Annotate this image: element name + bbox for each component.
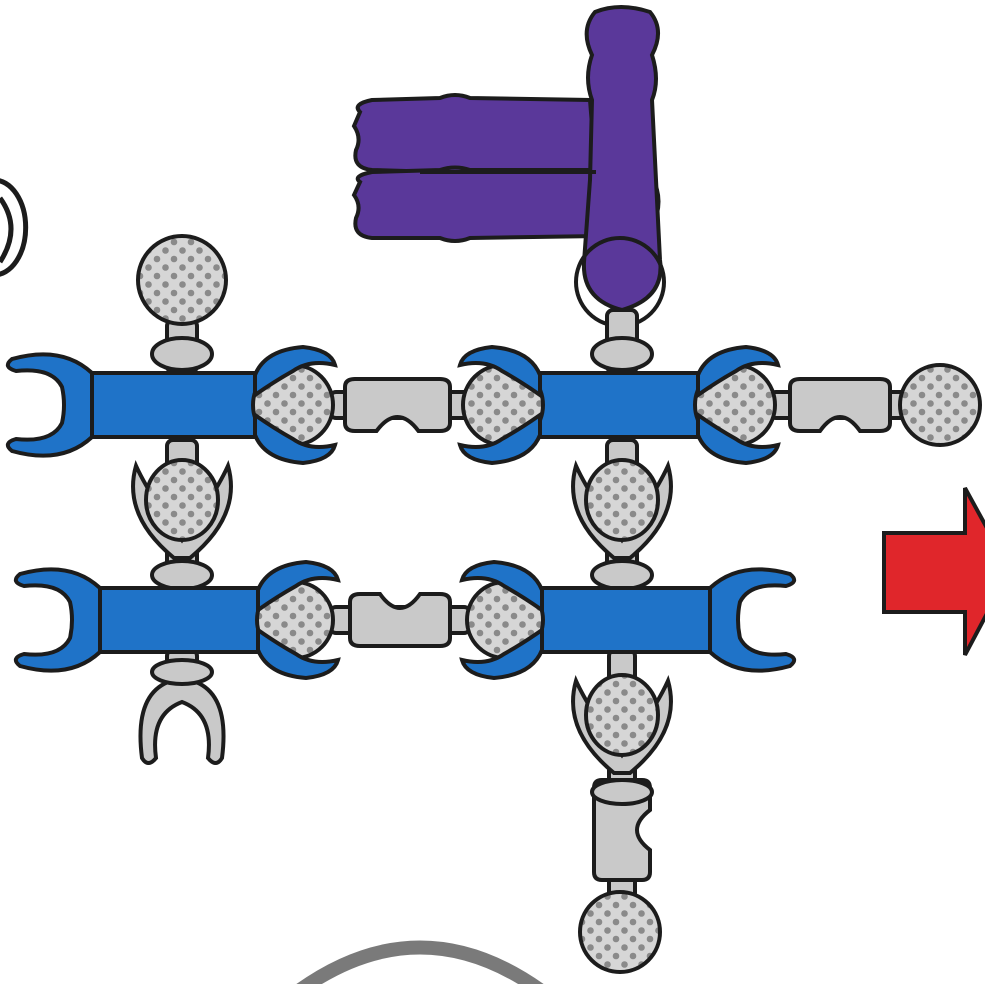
gray-receptor-fork: [138, 666, 226, 765]
purple-antibody-complex: [351, 5, 666, 328]
ligand-ball: [578, 890, 662, 974]
gray-receptor-collar: [590, 778, 654, 806]
ligand-ball: [584, 673, 660, 757]
blue-linker-claw: [256, 559, 341, 614]
blue-linker-claw: [459, 626, 544, 681]
ligand-ball: [144, 458, 220, 542]
blue-linker-claw: [696, 411, 781, 466]
ligand-ball-layer: [136, 234, 982, 974]
purple-arm-upper: [351, 93, 599, 178]
gray-receptor-collar: [150, 336, 214, 372]
blue-linker-claw: [253, 344, 338, 399]
blue-linker-claw: [457, 344, 542, 399]
blue-linker-bar: [523, 586, 712, 654]
blue-linker-end-fork: [708, 567, 797, 673]
edge-circle-fragment: [0, 178, 29, 277]
blue-linker-claw: [696, 344, 781, 399]
red-arrow: [882, 487, 985, 656]
blue-linker-end-fork: [5, 352, 94, 458]
gray-receptor-block: [788, 377, 892, 433]
blue-cup-layer: [253, 344, 781, 681]
ligand-ball: [584, 458, 660, 542]
blue-linker-claw: [459, 559, 544, 614]
ligand-ball: [136, 234, 228, 326]
blue-linker-claw: [457, 411, 542, 466]
bottom-ring-fragment: [296, 940, 544, 984]
gray-receptor-block: [348, 592, 452, 648]
blue-linker-claw: [253, 411, 338, 466]
purple-stem: [581, 5, 663, 313]
blue-linker-claw: [256, 626, 341, 681]
ligand-ball: [898, 363, 982, 447]
gray-receptor-collar: [590, 336, 654, 372]
gray-receptor-block: [343, 377, 452, 433]
blue-linker-end-fork: [13, 567, 102, 673]
gray-receptor-collar: [590, 559, 654, 591]
gray-receptor-collar: [150, 658, 214, 686]
edge-circle-fragment: [0, 196, 14, 264]
gray-receptor-collar: [150, 559, 214, 591]
